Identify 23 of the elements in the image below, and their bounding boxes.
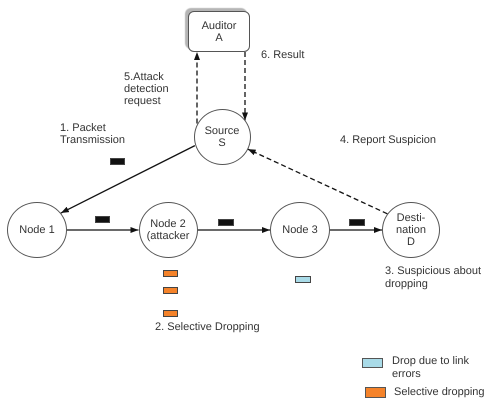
edge-label: 1. Packet Transmission — [60, 122, 126, 146]
arrow — [67, 227, 138, 233]
legend-label: Selective dropping — [394, 386, 485, 399]
edge-label: 5.Attack detection request — [124, 71, 170, 107]
arrow — [60, 145, 196, 214]
dashed-arrow — [242, 52, 248, 120]
legend-label: Drop due to link errors — [392, 355, 470, 381]
node-label: Node 3 — [282, 224, 318, 236]
dashed-arrow — [247, 148, 388, 214]
arrow — [330, 227, 382, 233]
edge-label: 6. Result — [261, 49, 304, 61]
edge-label: 4. Report Suspicion — [340, 134, 436, 146]
node-label: Node 1 — [19, 224, 55, 236]
arrow — [198, 227, 270, 233]
step-label: 2. Selective Dropping — [155, 321, 260, 334]
node-circle — [194, 109, 250, 165]
node-label: Auditor A — [200, 20, 238, 44]
process-box — [188, 11, 250, 52]
node-label: Node 2 (attacker — [146, 218, 190, 242]
node-label: Source S — [204, 125, 240, 149]
dashed-arrow — [194, 52, 200, 124]
step-label: 3. Suspicious about dropping — [385, 265, 482, 291]
node-label: Desti- nation D — [395, 212, 427, 248]
